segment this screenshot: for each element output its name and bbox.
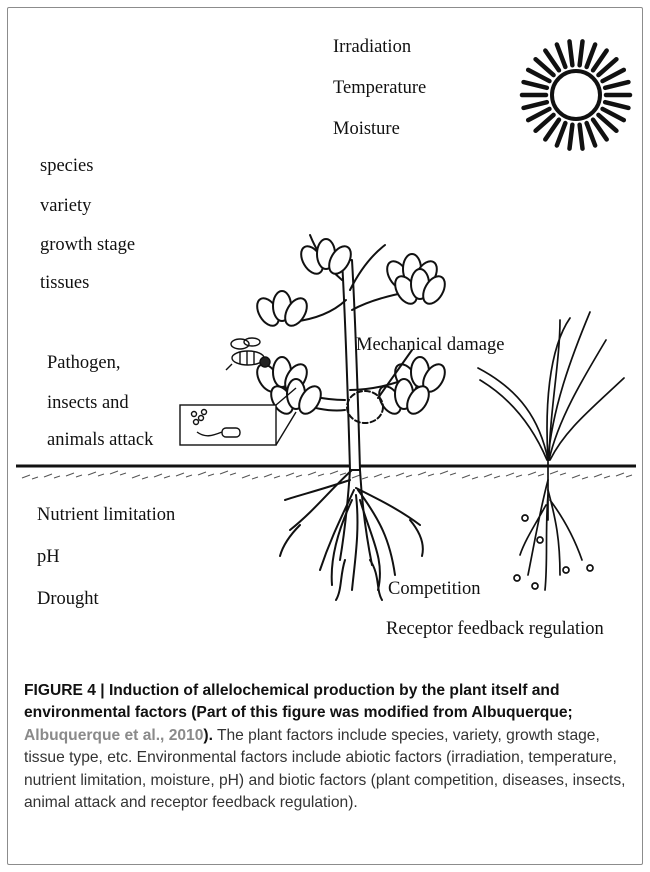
soil-mark [396, 473, 412, 477]
soil-mark [374, 474, 390, 478]
soil-mark [330, 471, 346, 475]
soil-mark [110, 471, 126, 475]
sun-ray [587, 123, 596, 145]
soil-mark [484, 474, 500, 478]
sun-ray [557, 45, 566, 67]
diagram-graphics [0, 0, 650, 660]
label-tissues: tissues [40, 272, 89, 294]
label-receptor-feedback: Receptor feedback regulation [386, 618, 604, 640]
caption-title: FIGURE 4 | Induction of allelochemical p… [24, 682, 573, 721]
soil-mark [528, 472, 544, 476]
soil-mark [66, 473, 82, 477]
soil-mark [220, 471, 236, 475]
sun-ray [524, 82, 547, 88]
label-irradiation: Irradiation [333, 36, 411, 58]
soil-mark [176, 473, 192, 477]
label-temperature: Temperature [333, 77, 426, 99]
soil-mark [506, 473, 522, 477]
label-insects-and: insects and [47, 392, 129, 414]
label-mechanical-damage: Mechanical damage [356, 334, 504, 356]
sun-ray [580, 125, 583, 149]
soil-mark [462, 475, 478, 479]
soil-mark [572, 475, 588, 479]
label-moisture: Moisture [333, 118, 400, 140]
sun-ray [587, 45, 596, 67]
label-ph: pH [37, 546, 60, 568]
label-variety: variety [40, 195, 91, 217]
diagram: Irradiation Temperature Moisture species… [0, 0, 650, 660]
soil-mark [88, 472, 104, 476]
label-competition: Competition [388, 578, 481, 600]
soil-mark [132, 475, 148, 479]
soil-mark [198, 472, 214, 476]
label-drought: Drought [37, 588, 99, 610]
caption-title-end: ). [203, 727, 213, 744]
label-animals-attack: animals attack [47, 429, 153, 451]
soil-mark [242, 475, 258, 479]
label-growth-stage: growth stage [40, 234, 135, 256]
sun-ray [580, 41, 583, 65]
soil-mark [594, 474, 610, 478]
sun-ray [557, 123, 566, 145]
soil-mark [418, 472, 434, 476]
sun-ray [569, 41, 572, 65]
sun-ray [569, 125, 572, 149]
label-nutrient-limitation: Nutrient limitation [37, 504, 175, 526]
ground-line [16, 466, 636, 479]
tree-icon [253, 235, 450, 600]
soil-mark [550, 471, 566, 475]
figure-caption: FIGURE 4 | Induction of allelochemical p… [24, 680, 629, 814]
caption-citation-link[interactable]: Albuquerque et al., 2010 [24, 727, 203, 744]
soil-mark [22, 475, 38, 479]
leaf-cluster [253, 291, 312, 329]
soil-mark [440, 471, 456, 475]
sun-ray [524, 102, 547, 108]
soil-mark [286, 473, 302, 477]
label-pathogen: Pathogen, [47, 352, 120, 374]
bee-icon [226, 338, 270, 370]
label-species: species [40, 155, 93, 177]
sun-ray [605, 102, 628, 108]
soil-mark [308, 472, 324, 476]
soil-mark [154, 474, 170, 478]
soil-mark [44, 474, 60, 478]
sun-icon [522, 41, 630, 148]
sun-ray [605, 82, 628, 88]
soil-mark [616, 473, 632, 477]
soil-mark [264, 474, 280, 478]
